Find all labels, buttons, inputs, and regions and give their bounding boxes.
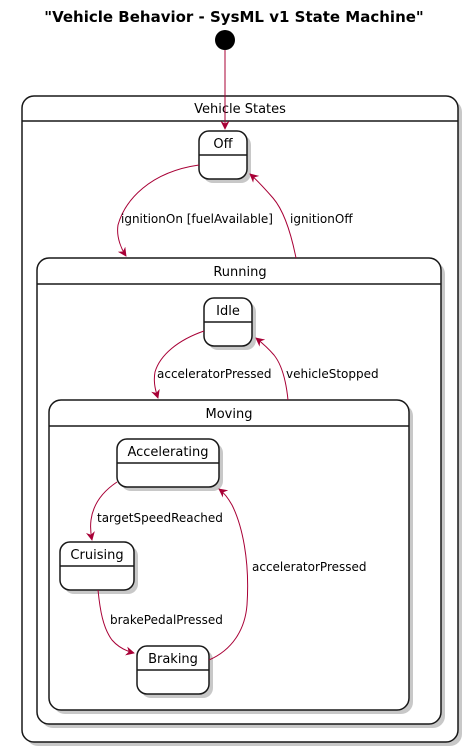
transition-ignition-off[interactable] [249,173,297,259]
transition-accelerator-pressed-braking[interactable] [208,488,249,661]
state-label-idle: Idle [216,304,240,319]
transition-brake-pedal-pressed[interactable] [97,589,135,656]
state-accelerating[interactable]: Accelerating [116,438,223,491]
state-label-off: Off [213,137,233,152]
transition-label-brake-pedal-pressed: brakePedalPressed [110,613,223,627]
state-idle[interactable]: Idle [203,297,256,350]
state-label-vehicle-states: Vehicle States [194,102,286,117]
transition-vehicle-stopped[interactable] [255,337,289,401]
state-label-cruising: Cruising [70,548,123,563]
state-label-moving: Moving [206,407,253,422]
transition-label-vehicle-stopped: vehicleStopped [286,367,379,381]
state-braking[interactable]: Braking [136,645,213,698]
transition-accelerator-pressed-idle[interactable] [151,330,205,399]
transition-label-accelerator-pressed-idle: acceleratorPressed [157,367,272,381]
transition-target-speed-reached[interactable] [85,481,118,541]
state-label-running: Running [213,265,266,280]
transition-label-ignition-off: ignitionOff [290,212,353,226]
transition-label-accelerator-pressed-braking: acceleratorPressed [252,560,367,574]
state-label-accelerating: Accelerating [127,445,208,460]
transition-label-target-speed-reached: targetSpeedReached [97,511,223,525]
initial-state-node[interactable] [215,30,235,50]
state-cruising[interactable]: Cruising [59,541,138,594]
state-label-braking: Braking [148,652,198,667]
state-off[interactable]: Off [198,130,251,183]
transition-ignition-on[interactable] [117,164,200,257]
transition-label-ignition-on: ignitionOn [fuelAvailable] [121,212,273,226]
diagram-title: "Vehicle Behavior - SysML v1 State Machi… [44,8,423,26]
